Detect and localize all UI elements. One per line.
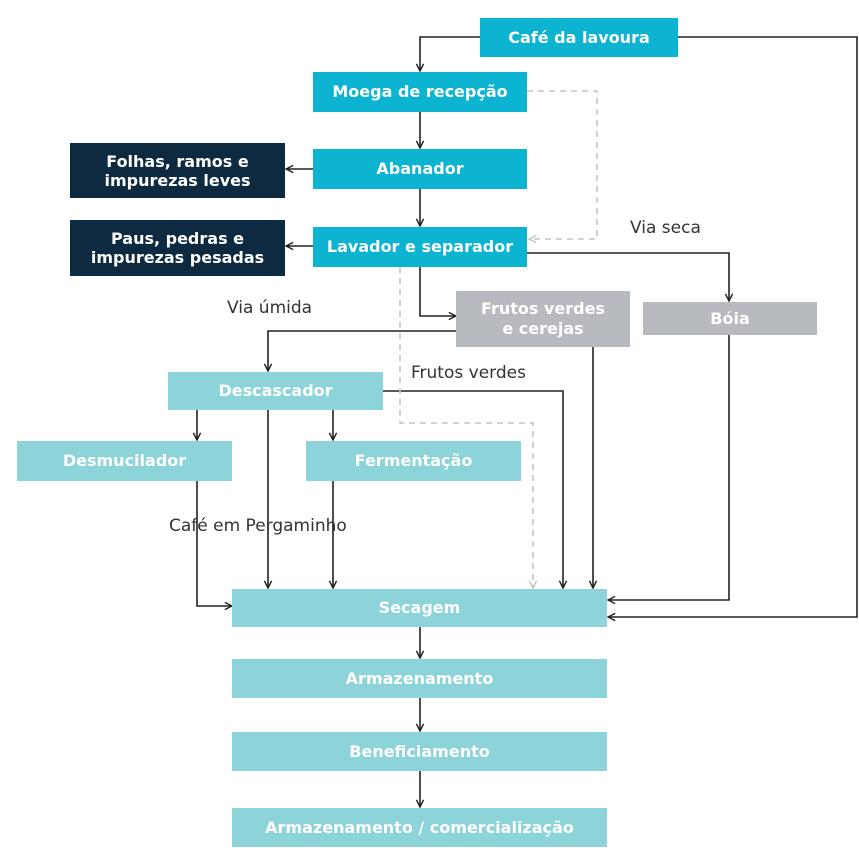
label-frutos-verdes: Frutos verdes [411,363,526,383]
node-descascador: Descascador [168,372,383,410]
node-abanador: Abanador [313,149,527,189]
dashed-moega-to-lavador [527,90,598,239]
node-armazenamento: Armazenamento [232,659,607,698]
arrow-lavoura-to-moega [420,36,480,71]
label-cafe-em-pergaminho: Café em Pergaminho [169,516,347,536]
node-fermentacao: Fermentação [306,441,521,481]
label-via-seca: Via seca [630,218,701,238]
node-moega-de-recepcao: Moega de recepção [313,72,527,112]
node-paus-pedras-impurezas-pesadas: Paus, pedras e impurezas pesadas [70,220,285,276]
arrow-lavador-to-boia [527,252,729,301]
node-boia: Bóia [643,302,817,335]
node-cafe-da-lavoura: Café da lavoura [480,18,678,57]
node-armazenamento-comercializacao: Armazenamento / comercialização [232,808,607,847]
node-frutos-verdes-e-cerejas: Frutos verdes e cerejas [456,291,630,347]
node-beneficiamento: Beneficiamento [232,732,607,771]
dashed-lavador-to-secagem [399,267,533,588]
arrow-boia-to-secagem [608,335,730,600]
arrow-lavoura-to-secagem [608,36,858,617]
node-desmucilador: Desmucilador [17,441,232,481]
node-secagem: Secagem [232,589,607,627]
arrow-descascador-to-secagem [383,390,563,588]
node-lavador-e-separador: Lavador e separador [313,227,527,267]
node-folhas-ramos-impurezas-leves: Folhas, ramos e impurezas leves [70,143,285,198]
arrow-lavador-to-frutos [419,267,456,316]
label-via-umida: Via úmida [227,298,313,318]
arrow-desmucilador-to-secagem [196,481,232,606]
arrow-frutos-to-descascador [268,330,456,371]
